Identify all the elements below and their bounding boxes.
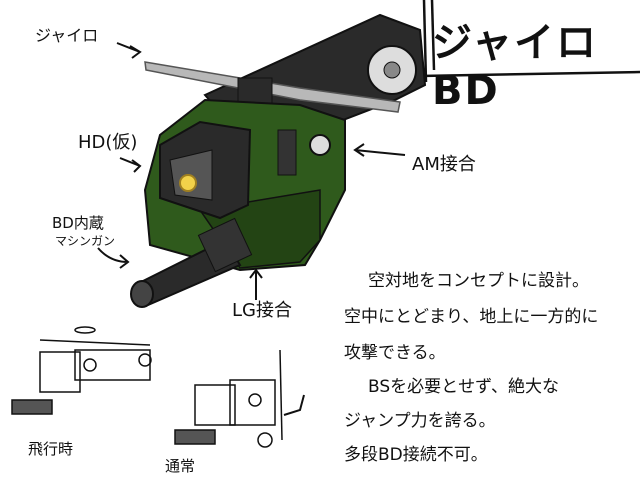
description-line: 空対地をコンセプトに設計。 <box>368 271 589 291</box>
machinegun-barrel <box>130 217 253 308</box>
label-hd: HD(仮) <box>78 132 138 153</box>
page-title: ジャイロBD <box>432 20 598 114</box>
description-line: 攻撃できる。 <box>344 343 446 363</box>
am-joint-port <box>309 134 331 156</box>
label-gyro: ジャイロ <box>35 26 99 45</box>
label-bd-builtin: BD内蔵 <box>52 214 104 232</box>
description-line: 多段BD接続不可。 <box>344 445 488 465</box>
head-hd <box>159 120 252 220</box>
label-machinegun: マシンガン <box>55 234 116 248</box>
label-lg-joint: LG接合 <box>232 300 292 321</box>
label-am-joint: AM接合 <box>412 154 476 175</box>
title-frame <box>419 0 640 83</box>
label-normal: 通常 <box>165 457 196 475</box>
eye-lens <box>179 174 197 192</box>
description-line: 空中にとどまり、地上に一方的に <box>344 307 599 327</box>
label-flying: 飛行時 <box>28 440 74 458</box>
sketch-normal <box>174 349 283 448</box>
description-line: BSを必要とせず、絶大な <box>368 377 559 397</box>
description-line: ジャンプ力を誇る。 <box>344 411 496 431</box>
sketch-flying <box>11 326 152 415</box>
annotation-arrows <box>97 42 406 416</box>
